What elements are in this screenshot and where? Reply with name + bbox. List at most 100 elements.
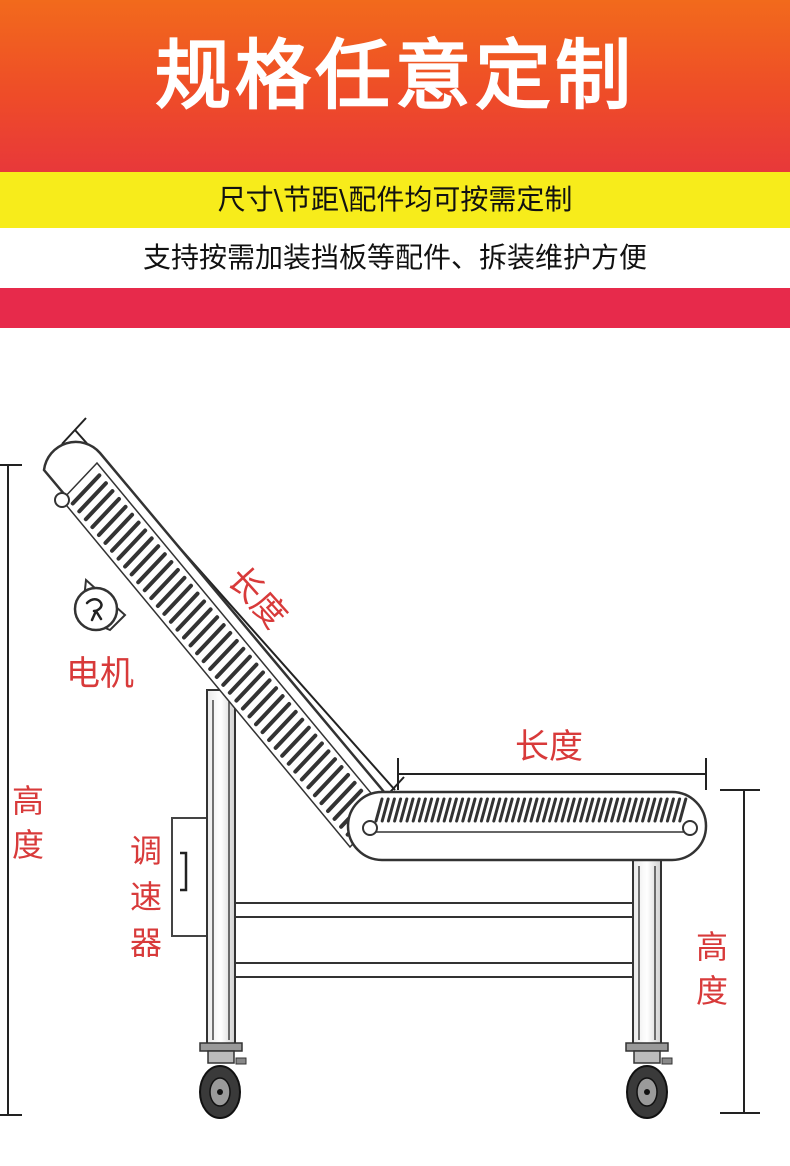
belt-slat <box>442 797 452 823</box>
belt-slat <box>142 560 174 593</box>
description-strip: 支持按需加装挡板等配件、拆装维护方便 <box>0 228 790 288</box>
belt-slat <box>641 797 651 823</box>
belt-slat <box>448 797 458 823</box>
belt-slat <box>622 797 632 823</box>
belt-slat <box>535 797 545 823</box>
cross-bars <box>234 902 634 978</box>
svg-text:高度: 高度 <box>696 928 728 1010</box>
belt-slat <box>293 741 324 774</box>
belt-slat <box>227 662 259 695</box>
belt-slat <box>548 797 558 823</box>
belt-slat <box>591 797 601 823</box>
belt-slat <box>504 797 514 823</box>
belt-slat <box>312 765 344 798</box>
belt-slat <box>155 575 187 608</box>
belt-slat <box>672 797 682 823</box>
belt-slat <box>247 686 279 719</box>
belt-slat <box>208 638 239 672</box>
subtitle-strip: 尺寸\节距\配件均可按需定制 <box>0 172 790 228</box>
belt-slat <box>123 536 154 569</box>
belt-slat <box>529 797 539 823</box>
belt-slat <box>653 797 663 823</box>
belt-slat <box>430 797 440 823</box>
left-caster <box>199 1042 247 1119</box>
belt-slat <box>280 725 311 758</box>
belt-slat <box>560 797 570 823</box>
right-leg <box>632 857 662 1046</box>
belt-slat <box>286 733 318 766</box>
subtitle-text: 尺寸\节距\配件均可按需定制 <box>217 183 573 216</box>
belt-slat <box>399 797 409 823</box>
belt-slat <box>405 797 415 823</box>
belt-slat <box>234 670 265 703</box>
belt-slat <box>96 504 128 537</box>
description-text: 支持按需加装挡板等配件、拆装维护方便 <box>142 241 647 274</box>
belt-slat <box>461 797 471 823</box>
belt-slat <box>162 583 193 616</box>
belt-slat <box>260 702 292 735</box>
belt-slat <box>374 797 384 823</box>
accent-bar <box>0 288 790 328</box>
belt-slat <box>467 797 477 823</box>
belt-slat <box>188 615 220 648</box>
belt-slat <box>417 797 427 823</box>
belt-slat <box>579 797 589 823</box>
motor-label: 电机 <box>66 654 134 694</box>
belt-slat <box>267 709 298 743</box>
belt-slat <box>201 631 233 664</box>
belt-slat <box>678 797 688 823</box>
belt-slat <box>523 797 533 823</box>
belt-slat <box>214 646 246 679</box>
belt-slat <box>110 520 141 553</box>
belt-slat <box>554 797 564 823</box>
speed-controller-label: 调速器 <box>130 832 162 962</box>
belt-slat <box>168 591 200 624</box>
belt-slat <box>424 797 434 823</box>
banner-title: 规格任意定制 <box>155 31 635 120</box>
belt-slat <box>332 788 364 821</box>
belt-slat <box>70 473 102 506</box>
motor <box>73 577 127 632</box>
belt-slat <box>90 496 121 530</box>
belt-slat <box>572 797 582 823</box>
belt-slat <box>299 749 331 782</box>
belt-slat <box>83 489 115 522</box>
belt-slat <box>597 797 607 823</box>
belt-slat <box>240 678 272 711</box>
belt-slat <box>498 797 508 823</box>
belt-slat <box>473 797 483 823</box>
total-height-dimension <box>0 464 22 1116</box>
belt-slat <box>616 797 626 823</box>
belt-slat <box>455 797 465 823</box>
belt-slat <box>77 481 108 514</box>
belt-slat <box>175 599 207 632</box>
belt-slat <box>380 797 390 823</box>
belt-slat <box>254 694 285 727</box>
belt-slat <box>319 773 351 806</box>
belt-slat <box>510 797 520 823</box>
flat-height-dimension <box>720 789 760 1114</box>
belt-slat <box>149 567 180 601</box>
speed-controller-box <box>171 817 211 937</box>
belt-slat <box>136 552 167 585</box>
belt-slat <box>129 544 161 577</box>
belt-slat <box>647 797 657 823</box>
belt-slat <box>610 797 620 823</box>
belt-slat <box>541 797 551 823</box>
belt-slat <box>386 797 396 823</box>
left-leg <box>206 689 236 1046</box>
belt-slat <box>486 797 496 823</box>
belt-slat <box>566 797 576 823</box>
belt-slat <box>628 797 638 823</box>
total-height-label: 高度 <box>12 782 44 864</box>
conveyor-diagram: 长度 长度 电机 高度 调速器 高度 <box>0 417 760 1119</box>
belt-slat <box>492 797 502 823</box>
flat-length-label: 长度 <box>515 727 583 767</box>
belt-slat <box>103 512 135 545</box>
belt-slat <box>393 797 403 823</box>
svg-text:调速器: 调速器 <box>130 832 162 962</box>
flat-length-dimension <box>397 758 707 790</box>
belt-slat <box>517 797 527 823</box>
belt-slat <box>221 654 252 687</box>
header-banner: 规格任意定制 <box>0 0 790 172</box>
